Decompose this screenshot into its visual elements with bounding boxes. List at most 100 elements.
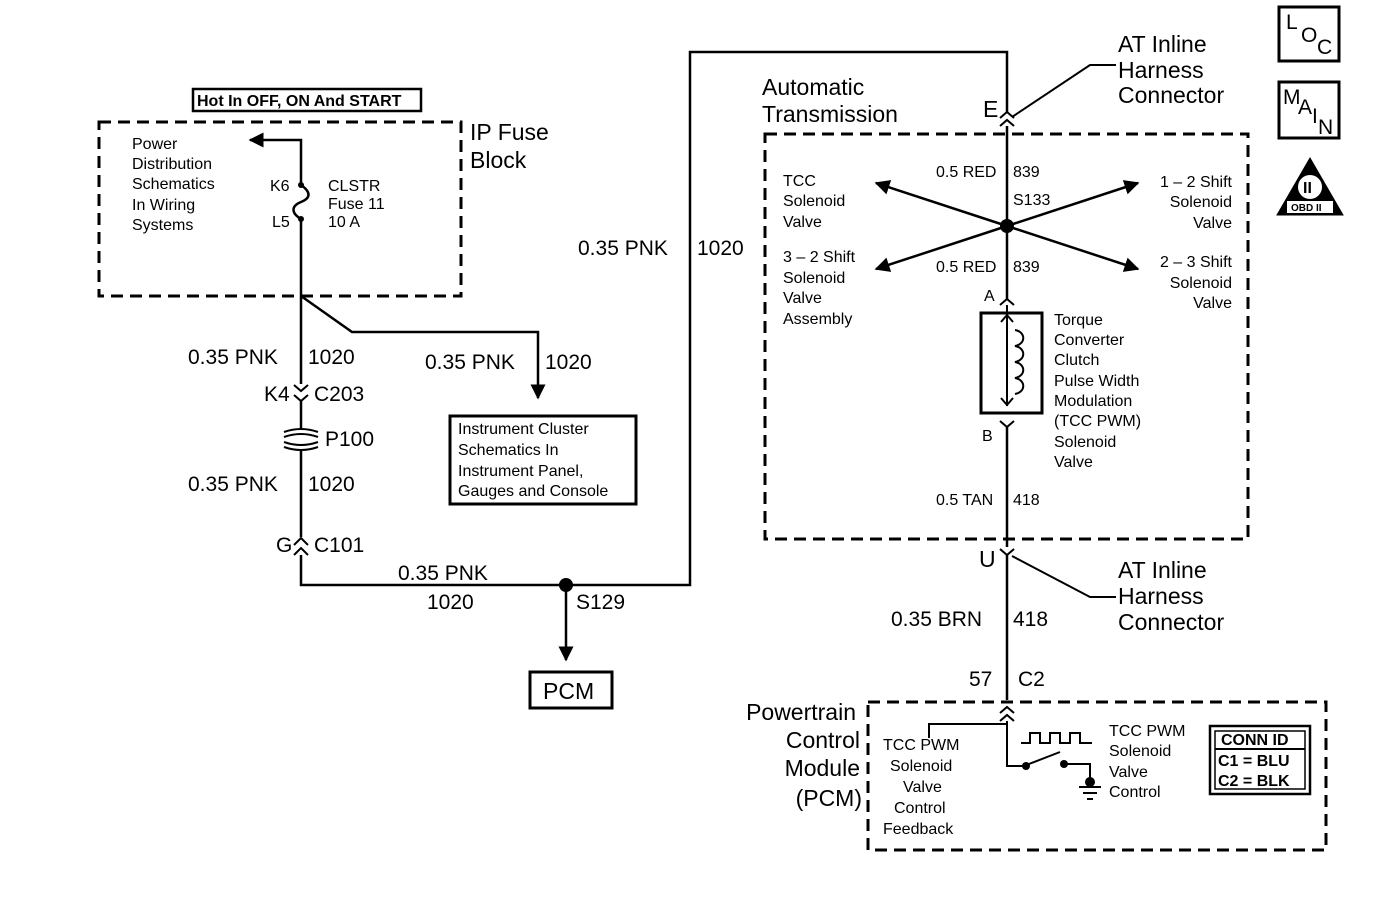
supply-label-box bbox=[191, 87, 423, 113]
feedback-label-4: Control bbox=[894, 800, 946, 817]
branch-tcc-solenoid bbox=[874, 180, 1008, 228]
terminal-k6-label: K6 bbox=[270, 178, 290, 195]
riser-wire-label: 0.35 PNK bbox=[578, 237, 668, 260]
cluster-branch-wire bbox=[300, 294, 546, 400]
inline-top-label-1: AT Inline bbox=[1118, 31, 1207, 57]
terminal-l5-label: L5 bbox=[272, 214, 290, 231]
left-circuit: 0.35 PNK 1020 K4 C203 P100 0.35 PNK 1020… bbox=[188, 50, 1009, 710]
wire-label-1: 0.35 PNK bbox=[188, 346, 278, 369]
powertrain-control-module: Powertrain Control Module (PCM) TCC PWM … bbox=[746, 699, 1328, 852]
pwm-solenoid-label-6: (TCC PWM) bbox=[1054, 413, 1141, 430]
cluster-branch: 0.35 PNK 1020 Instrument Cluster Schemat… bbox=[300, 294, 638, 506]
pcm-title-1: Powertrain bbox=[746, 699, 856, 725]
inline-bottom-label-1: AT Inline bbox=[1118, 557, 1207, 583]
svg-text:I: I bbox=[1312, 105, 1318, 128]
control-label-2: Solenoid bbox=[1109, 743, 1171, 760]
conn-id-row-1: C1 = BLU bbox=[1218, 753, 1290, 770]
svg-text:N: N bbox=[1318, 116, 1333, 139]
feedback-label-5: Feedback bbox=[883, 821, 954, 838]
connector-c203-symbol bbox=[293, 384, 309, 403]
conn-id-header: CONN ID bbox=[1221, 732, 1289, 749]
tcc-solenoid-label-2: Solenoid bbox=[783, 193, 845, 210]
shift-3-2-label-1: 3 – 2 Shift bbox=[783, 249, 856, 266]
circuit-label-1: 1020 bbox=[308, 346, 355, 369]
fuse-11-symbol bbox=[292, 183, 310, 221]
solenoid-coil-icon bbox=[1014, 329, 1025, 395]
p100-label: P100 bbox=[325, 428, 374, 451]
conn-id-table bbox=[1208, 724, 1312, 796]
svg-text:OBD II: OBD II bbox=[1291, 203, 1322, 214]
shift-2-3-label-1: 2 – 3 Shift bbox=[1160, 254, 1233, 271]
feedback-wire bbox=[928, 723, 1007, 738]
power-distribution-ref-1: Power bbox=[132, 136, 178, 153]
c101-connector-label: C101 bbox=[314, 534, 364, 557]
s133-label: S133 bbox=[1013, 192, 1050, 209]
shift-3-2-label-4: Assembly bbox=[783, 311, 852, 328]
conn-id-row-2: C2 = BLK bbox=[1218, 773, 1290, 790]
feedback-label-1: TCC PWM bbox=[883, 737, 959, 754]
shift-1-2-label-3: Valve bbox=[1193, 215, 1232, 232]
tcc-solenoid-label-1: TCC bbox=[783, 173, 816, 190]
cluster-wire-label: 0.35 PNK bbox=[425, 351, 515, 374]
pwm-solenoid-label-7: Solenoid bbox=[1054, 434, 1116, 451]
brn-wire-label: 0.35 BRN bbox=[891, 608, 982, 631]
pin-e-label: E bbox=[983, 96, 998, 122]
instrument-cluster-ref-box bbox=[448, 414, 638, 506]
control-label-1: TCC PWM bbox=[1109, 723, 1185, 740]
pin-b-connector-symbol bbox=[999, 420, 1015, 429]
control-label-4: Control bbox=[1109, 784, 1161, 801]
circuit-mid-label: 839 bbox=[1013, 259, 1040, 276]
shift-1-2-label-2: Solenoid bbox=[1170, 194, 1232, 211]
lower-inline-connector: U AT Inline Harness Connector 0.35 BRN 4… bbox=[891, 546, 1224, 700]
pwm-solenoid-label-5: Modulation bbox=[1054, 393, 1132, 410]
feedback-label-2: Solenoid bbox=[890, 758, 952, 775]
tcc-solenoid-label-3: Valve bbox=[783, 214, 822, 231]
riser-wire bbox=[566, 50, 1009, 587]
pwm-pulse-icon bbox=[1021, 732, 1092, 744]
pwm-solenoid-label-8: Valve bbox=[1054, 454, 1093, 471]
inline-connector-u-symbol bbox=[999, 548, 1015, 557]
shift-1-2-label-1: 1 – 2 Shift bbox=[1160, 174, 1233, 191]
cluster-ref-4: Gauges and Console bbox=[458, 483, 608, 500]
pcm-ref-label: PCM bbox=[543, 678, 594, 704]
ground-icon bbox=[1079, 786, 1101, 800]
shift-2-3-label-3: Valve bbox=[1193, 295, 1232, 312]
inline-top-label-3: Connector bbox=[1118, 82, 1224, 108]
obd-ii-icon: II OBD II bbox=[1276, 157, 1344, 216]
pin-a-connector-symbol bbox=[999, 297, 1015, 306]
switch-contact-left bbox=[1022, 762, 1030, 770]
pcm-connector-label: C2 bbox=[1018, 668, 1045, 691]
pcm-ref-box bbox=[528, 670, 614, 710]
inline-bottom-leader bbox=[1011, 555, 1116, 598]
c101-to-s129-wire bbox=[299, 555, 566, 587]
pin-a-label: A bbox=[984, 288, 995, 305]
transmission-title-2: Transmission bbox=[762, 101, 898, 127]
wire-mid-label: 0.5 RED bbox=[936, 259, 996, 276]
shift-2-3-label-2: Solenoid bbox=[1170, 275, 1232, 292]
svg-text:II: II bbox=[1303, 180, 1312, 197]
svg-text:L: L bbox=[1286, 11, 1298, 34]
circuit-top-label: 839 bbox=[1013, 164, 1040, 181]
inline-bottom-label-2: Harness bbox=[1118, 583, 1204, 609]
pcm-title-4: (PCM) bbox=[796, 785, 862, 811]
branch-3-2-shift bbox=[874, 224, 1008, 272]
cluster-ref-2: Schematics In bbox=[458, 442, 558, 459]
wire-top-label: 0.5 RED bbox=[936, 164, 996, 181]
pwm-solenoid-label-3: Clutch bbox=[1054, 352, 1099, 369]
power-distribution-ref-4: In Wiring bbox=[132, 197, 195, 214]
pin-u-label: U bbox=[979, 546, 996, 572]
c203-pin-label: K4 bbox=[264, 383, 290, 406]
c203-connector-label: C203 bbox=[314, 383, 364, 406]
wire-bottom-label: 0.5 TAN bbox=[936, 492, 993, 509]
power-distribution-ref-5: Systems bbox=[132, 217, 193, 234]
automatic-transmission: Automatic Transmission E AT Inline Harne… bbox=[762, 31, 1250, 547]
ip-fuse-block: Hot In OFF, ON And START IP Fuse Block P… bbox=[97, 87, 549, 298]
brn-circuit-label: 418 bbox=[1013, 608, 1048, 631]
svg-text:M: M bbox=[1283, 86, 1301, 109]
fuse-label-2: Fuse 11 bbox=[328, 196, 385, 213]
transmission-title-1: Automatic bbox=[762, 74, 864, 100]
fuse-label-3: 10 A bbox=[328, 214, 360, 231]
wire-label-3: 0.35 PNK bbox=[398, 562, 488, 585]
circuit-bottom-label: 418 bbox=[1013, 492, 1040, 509]
